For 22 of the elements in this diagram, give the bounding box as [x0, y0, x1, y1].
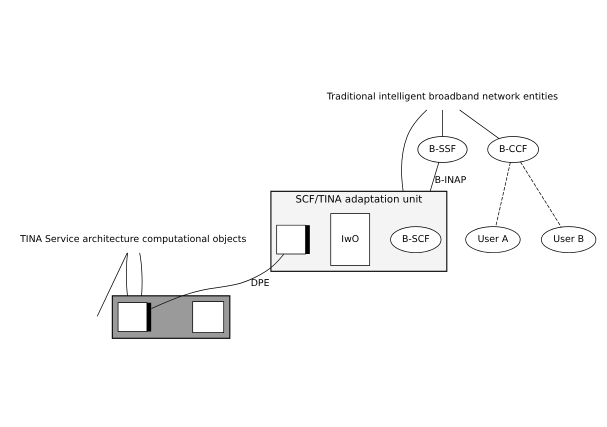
node-text: Traditional intelligent broadband network entities: [326, 90, 558, 102]
connector: [126, 252, 128, 296]
node-box: IwO: [330, 212, 370, 266]
connector: [430, 161, 440, 192]
node-ellipse: B-CCF: [487, 136, 539, 162]
node-ellipse: User B: [541, 226, 596, 252]
node-ellipse: B-SCF: [390, 226, 442, 252]
connector: [151, 253, 284, 308]
connector: [442, 109, 443, 136]
cluster: [112, 294, 230, 338]
connector: [401, 109, 428, 192]
edge-label: B-INAP: [434, 174, 466, 186]
edge-label: DPE: [250, 278, 270, 289]
connector: [495, 162, 511, 226]
connector: [520, 161, 562, 227]
connector: [139, 252, 142, 296]
connector: [96, 252, 128, 316]
node-ellipse: User A: [465, 226, 521, 252]
connector: [459, 109, 500, 138]
node-ellipse: B-SSF: [417, 136, 468, 162]
node-box: [192, 300, 224, 332]
node-text: TINA Service architecture computational objects: [20, 234, 246, 245]
